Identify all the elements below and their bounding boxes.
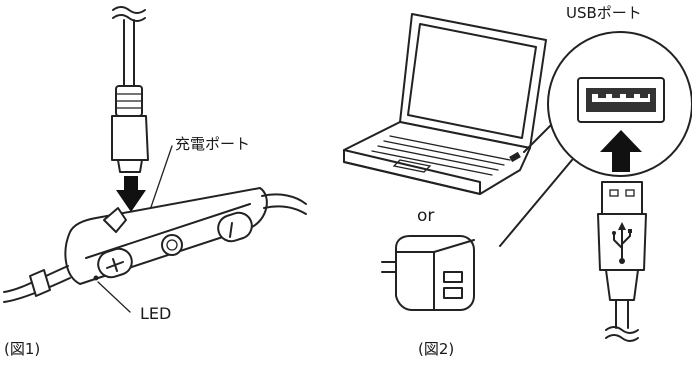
micro-usb-plug [111,115,149,161]
adapter-usb-port-1 [443,271,463,283]
cable-break-mark-2 [112,14,146,22]
charge-port-label: 充電ポート [175,135,251,153]
cable-break-mark [112,6,146,14]
adapter-plug-prongs [381,261,397,273]
usb-cable-break [605,326,639,334]
usb-plug-metal [601,181,643,215]
figure1-caption: (図1) [4,340,41,358]
usb-cable [615,299,629,329]
led-indicator [93,275,99,281]
cable-right-out [261,193,307,205]
laptop-keyboard [371,135,511,176]
arrow-up-icon [600,130,642,172]
micro-usb-tip [117,159,143,173]
minus-icon [229,222,233,238]
figure2-caption: (図2) [418,340,455,358]
volume-down-button [217,211,253,243]
usb-strain-relief [605,269,639,301]
usb-port-label: USBポート [566,4,642,22]
figure2-illustration [343,13,692,342]
led-label: LED [140,304,172,323]
ac-adapter [381,235,475,311]
laptop-usb-port [509,151,521,163]
laptop-touchpad [392,159,432,173]
usb-symbol-icon [612,222,632,264]
plus-icon [106,258,124,272]
left-cable-relief [29,269,51,297]
or-label: or [417,206,435,226]
led-leader [97,281,131,313]
adapter-usb-port-2 [443,287,463,299]
zoom-line-bottom [499,159,573,247]
charge-port-leader [149,145,173,211]
figure1-illustration [3,6,307,313]
center-button [161,234,183,256]
port-cover-flap [103,207,127,233]
arrow-down-icon [116,176,146,212]
